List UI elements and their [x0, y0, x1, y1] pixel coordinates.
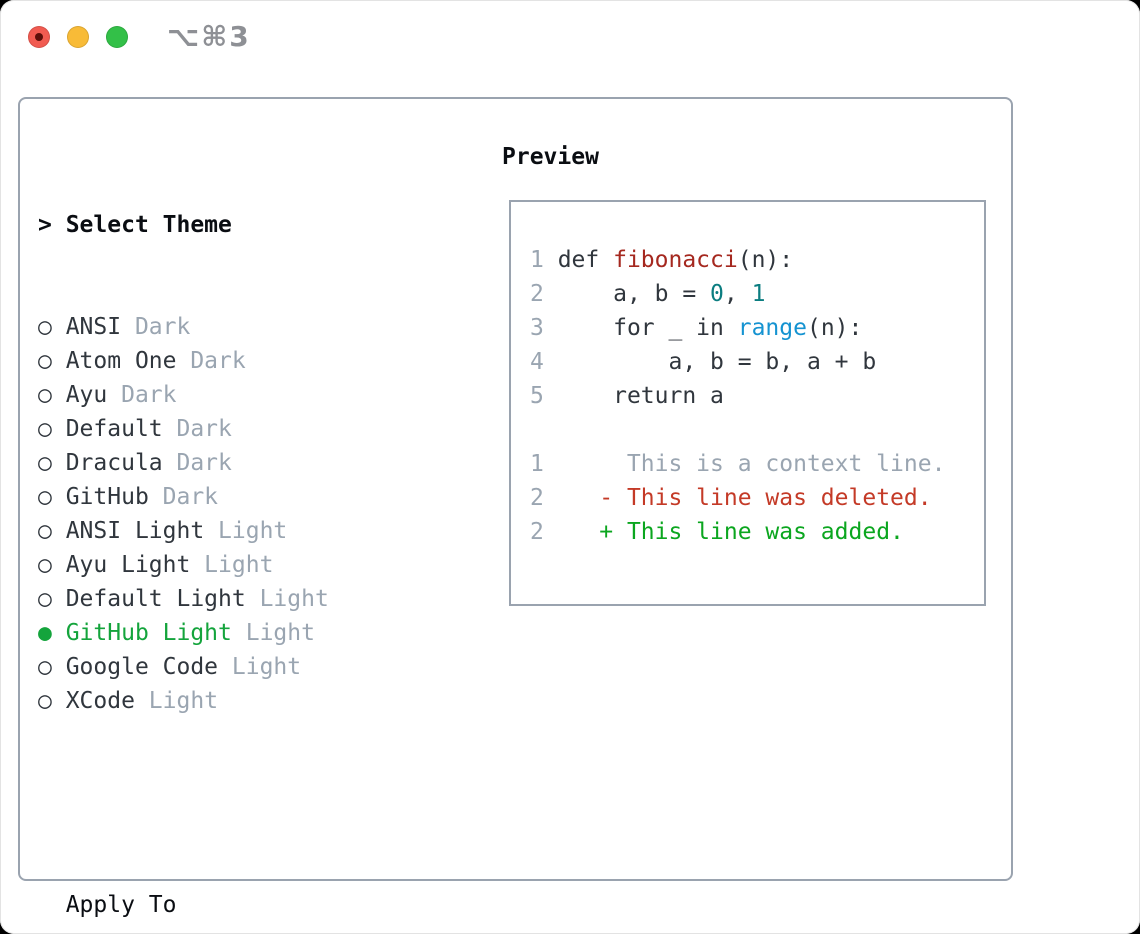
- option-tag: Dark: [148, 484, 219, 510]
- theme-option-ansi[interactable]: ○ ANSI Dark: [38, 310, 426, 344]
- radio-icon: ○: [38, 586, 66, 612]
- radio-icon: ○: [38, 484, 66, 510]
- option-label: ANSI Light: [65, 518, 205, 544]
- close-button[interactable]: [28, 26, 50, 48]
- option-tag: Light: [231, 620, 315, 646]
- option-label: Ayu Light: [65, 552, 191, 578]
- code-line: 1 def fibonacci(n):: [530, 243, 945, 277]
- theme-option-ansi-light[interactable]: ○ ANSI Light Light: [38, 514, 426, 548]
- theme-option-default[interactable]: ○ Default Dark: [38, 412, 426, 446]
- radio-icon: ○: [38, 416, 66, 442]
- code-text: return a: [557, 383, 724, 409]
- option-tag: Light: [204, 518, 288, 544]
- radio-icon: ○: [38, 314, 66, 340]
- code-text: for _ in: [557, 315, 738, 341]
- theme-option-google-code[interactable]: ○ Google Code Light: [38, 650, 426, 684]
- deleted-line-text: - This line was deleted.: [599, 485, 932, 511]
- code-line: 4 a, b = b, a + b: [530, 345, 945, 379]
- line-number: 2: [530, 485, 600, 511]
- apply-to-title: Apply To: [65, 892, 177, 918]
- radio-icon: ○: [38, 450, 66, 476]
- theme-option-default-light[interactable]: ○ Default Light Light: [38, 582, 426, 616]
- option-tag: Light: [134, 688, 219, 714]
- code-line: 3 for _ in range(n):: [530, 311, 945, 345]
- code-line: [530, 413, 945, 447]
- code-line: 2 a, b = 0, 1: [530, 277, 945, 311]
- option-label: Atom One: [65, 348, 177, 374]
- option-tag: Dark: [162, 450, 232, 476]
- radio-icon: ○: [38, 518, 66, 544]
- option-tag: Dark: [121, 314, 191, 340]
- select-theme-title: Select Theme: [65, 212, 232, 238]
- line-number: 5: [530, 383, 558, 409]
- radio-selected-icon: ●: [38, 620, 66, 646]
- code-text: (n):: [806, 315, 863, 341]
- theme-option-xcode[interactable]: ○ XCode Light: [38, 684, 426, 718]
- number-literal: 0: [710, 281, 724, 307]
- radio-icon: ○: [38, 688, 66, 714]
- window-shortcut-label: ⌥⌘3: [167, 20, 251, 53]
- spacer-row: [38, 786, 426, 820]
- select-theme-header: > Select Theme: [38, 208, 426, 242]
- code-line: 2 - This line was deleted.: [530, 481, 945, 515]
- line-number: 2: [530, 281, 558, 307]
- titlebar: ⌥⌘3: [0, 0, 1140, 75]
- option-label: Ayu: [65, 382, 108, 408]
- theme-option-github[interactable]: ○ GitHub Dark: [38, 480, 426, 514]
- line-number: 3: [530, 315, 558, 341]
- theme-option-github-light[interactable]: ● GitHub Light Light: [38, 616, 426, 650]
- option-label: Dracula: [65, 450, 163, 476]
- code-line: 1 This is a context line.: [530, 447, 945, 481]
- theme-option-atom-one[interactable]: ○ Atom One Dark: [38, 344, 426, 378]
- apply-to-header: Apply To: [38, 888, 426, 922]
- added-line-text: + This line was added.: [599, 519, 904, 545]
- radio-icon: ○: [38, 552, 66, 578]
- theme-option-dracula[interactable]: ○ Dracula Dark: [38, 446, 426, 480]
- theme-list: ○ ANSI Dark○ Atom One Dark○ Ayu Dark○ De…: [38, 310, 426, 718]
- option-tag: Dark: [107, 382, 177, 408]
- line-number: 4: [530, 349, 558, 375]
- option-label: ANSI: [65, 314, 122, 340]
- prompt-caret-icon: >: [38, 212, 66, 238]
- option-label: Google Code: [65, 654, 219, 680]
- option-label: GitHub: [65, 484, 149, 510]
- theme-option-ayu-light[interactable]: ○ Ayu Light Light: [38, 548, 426, 582]
- option-label: GitHub Light: [65, 620, 232, 646]
- option-tag: Dark: [176, 348, 246, 374]
- option-tag: Dark: [162, 416, 232, 442]
- number-literal: 1: [751, 281, 766, 307]
- theme-list-column: > Select Theme ○ ANSI Dark○ Atom One Dar…: [38, 140, 426, 934]
- code-text: a, b =: [557, 281, 711, 307]
- line-number: 1: [530, 247, 558, 273]
- code-text: a, b = b, a + b: [557, 349, 877, 375]
- code-line: 5 return a: [530, 379, 945, 413]
- radio-icon: ○: [38, 382, 66, 408]
- theme-option-ayu[interactable]: ○ Ayu Dark: [38, 378, 426, 412]
- radio-icon: ○: [38, 348, 66, 374]
- option-label: Default Light: [65, 586, 246, 612]
- theme-picker-panel: > Select Theme ○ ANSI Dark○ Atom One Dar…: [18, 97, 1013, 918]
- function-name: fibonacci: [613, 247, 738, 273]
- preview-title: Preview: [502, 144, 599, 170]
- code-text: ,: [723, 281, 752, 307]
- zoom-button[interactable]: [106, 26, 128, 48]
- builtin-name: range: [737, 315, 807, 341]
- code-line: 2 + This line was added.: [530, 515, 945, 549]
- option-tag: Light: [245, 586, 329, 612]
- option-label: Default: [65, 416, 163, 442]
- option-label: XCode: [65, 688, 135, 714]
- code-text: (n):: [737, 247, 794, 273]
- code-text: def: [557, 247, 614, 273]
- radio-icon: ○: [38, 654, 66, 680]
- option-tag: Light: [190, 552, 274, 578]
- context-line-text: 1 This is a context line.: [530, 451, 946, 477]
- line-number: 2: [530, 519, 600, 545]
- minimize-button[interactable]: [67, 26, 89, 48]
- option-tag: Light: [218, 654, 302, 680]
